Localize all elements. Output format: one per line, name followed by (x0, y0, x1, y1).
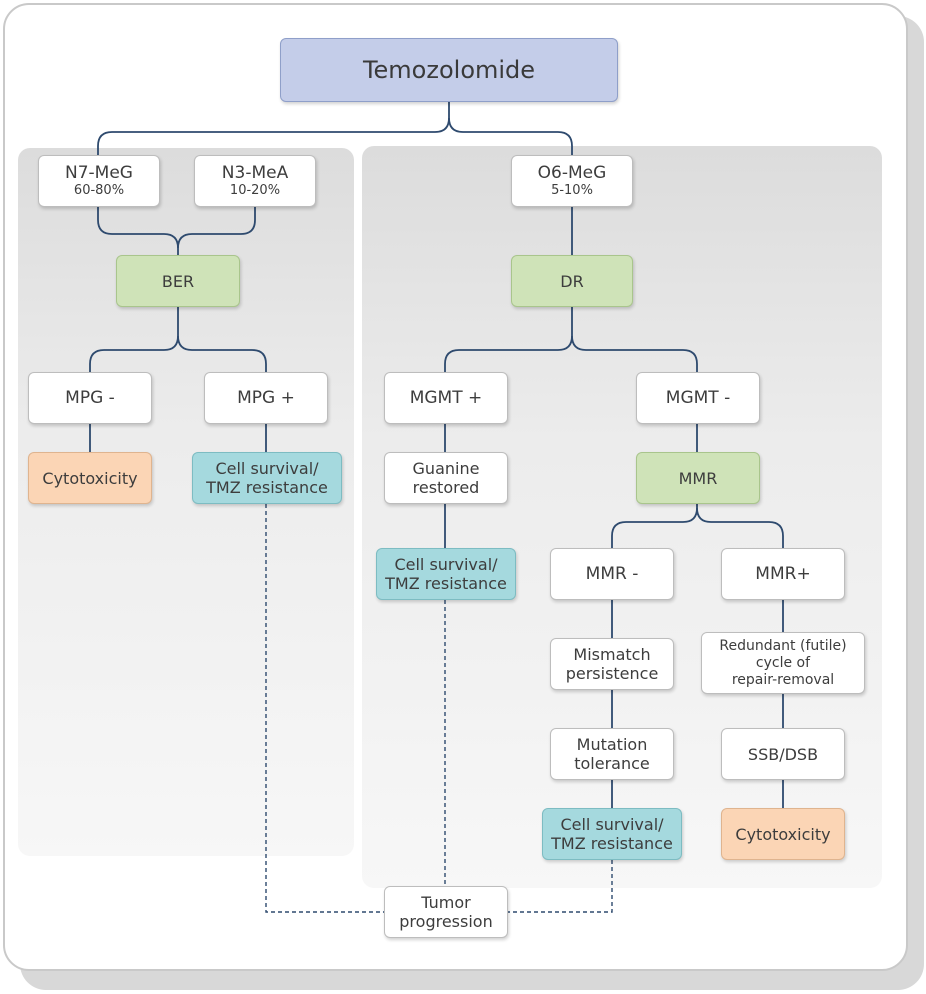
n7-meg-percent: 60-80% (73, 183, 125, 198)
futile-cycle-line3: repair-removal (731, 671, 835, 688)
mismatch-persistence-line1: Mismatch (573, 645, 651, 664)
dr-box: DR (511, 255, 633, 307)
mutation-tolerance-box: Mutation tolerance (550, 728, 674, 780)
cell-survival-mpg-line2: TMZ resistance (206, 478, 328, 497)
guanine-restored-line2: restored (412, 478, 480, 497)
mpg-positive-box: MPG + (204, 372, 328, 424)
mmr-positive-box: MMR+ (721, 548, 845, 600)
mmr-box: MMR (636, 452, 760, 504)
o6-meg-percent: 5-10% (551, 183, 593, 198)
ber-label: BER (161, 271, 195, 291)
cell-survival-mmr-box: Cell survival/ TMZ resistance (542, 808, 682, 860)
mgmt-negative-label: MGMT - (665, 387, 731, 408)
n3-mea-label: N3-MeA (221, 163, 289, 183)
cell-survival-mgmt-line2: TMZ resistance (385, 574, 507, 593)
mpg-positive-label: MPG + (237, 387, 295, 408)
tumor-progression-line2: progression (399, 912, 493, 931)
cell-survival-mgmt-line1: Cell survival/ (394, 555, 498, 574)
mgmt-positive-label: MGMT + (409, 387, 483, 408)
mmr-positive-label: MMR+ (755, 563, 811, 584)
guanine-restored-line1: Guanine (412, 459, 480, 478)
mmr-negative-label: MMR - (585, 563, 639, 584)
mpg-negative-box: MPG - (28, 372, 152, 424)
mgmt-positive-box: MGMT + (384, 372, 508, 424)
mismatch-persistence-box: Mismatch persistence (550, 638, 674, 690)
cytotoxicity-right-box: Cytotoxicity (721, 808, 845, 860)
cell-survival-mgmt-box: Cell survival/ TMZ resistance (376, 548, 516, 600)
cytotoxicity-right-label: Cytotoxicity (735, 824, 831, 844)
tumor-progression-line1: Tumor (421, 893, 471, 912)
n3-mea-box: N3-MeA 10-20% (194, 155, 316, 207)
o6-meg-label: O6-MeG (537, 163, 607, 183)
mismatch-persistence-line2: persistence (565, 664, 659, 683)
o6-meg-box: O6-MeG 5-10% (511, 155, 633, 207)
cell-survival-mmr-line2: TMZ resistance (551, 834, 673, 853)
cytotoxicity-left-box: Cytotoxicity (28, 452, 152, 504)
mpg-negative-label: MPG - (65, 387, 115, 408)
cell-survival-mpg-line1: Cell survival/ (215, 459, 319, 478)
mmr-label: MMR (678, 468, 718, 488)
futile-cycle-box: Redundant (futile) cycle of repair-remov… (701, 632, 865, 694)
mutation-tolerance-line2: tolerance (574, 754, 650, 773)
mgmt-negative-box: MGMT - (636, 372, 760, 424)
cell-survival-mpg-box: Cell survival/ TMZ resistance (192, 452, 342, 504)
futile-cycle-line2: cycle of (755, 654, 811, 671)
cell-survival-mmr-line1: Cell survival/ (560, 815, 664, 834)
dr-label: DR (560, 271, 584, 291)
futile-cycle-line1: Redundant (futile) (719, 637, 847, 654)
temozolomide-label: Temozolomide (362, 55, 536, 84)
ber-box: BER (116, 255, 240, 307)
guanine-restored-box: Guanine restored (384, 452, 508, 504)
n7-meg-box: N7-MeG 60-80% (38, 155, 160, 207)
ssb-dsb-label: SSB/DSB (747, 744, 819, 764)
mmr-negative-box: MMR - (550, 548, 674, 600)
cytotoxicity-left-label: Cytotoxicity (42, 468, 138, 488)
mutation-tolerance-line1: Mutation (576, 735, 648, 754)
tumor-progression-box: Tumor progression (384, 886, 508, 938)
ssb-dsb-box: SSB/DSB (721, 728, 845, 780)
n3-mea-percent: 10-20% (229, 183, 281, 198)
n7-meg-label: N7-MeG (65, 163, 133, 183)
temozolomide-box: Temozolomide (280, 38, 618, 102)
